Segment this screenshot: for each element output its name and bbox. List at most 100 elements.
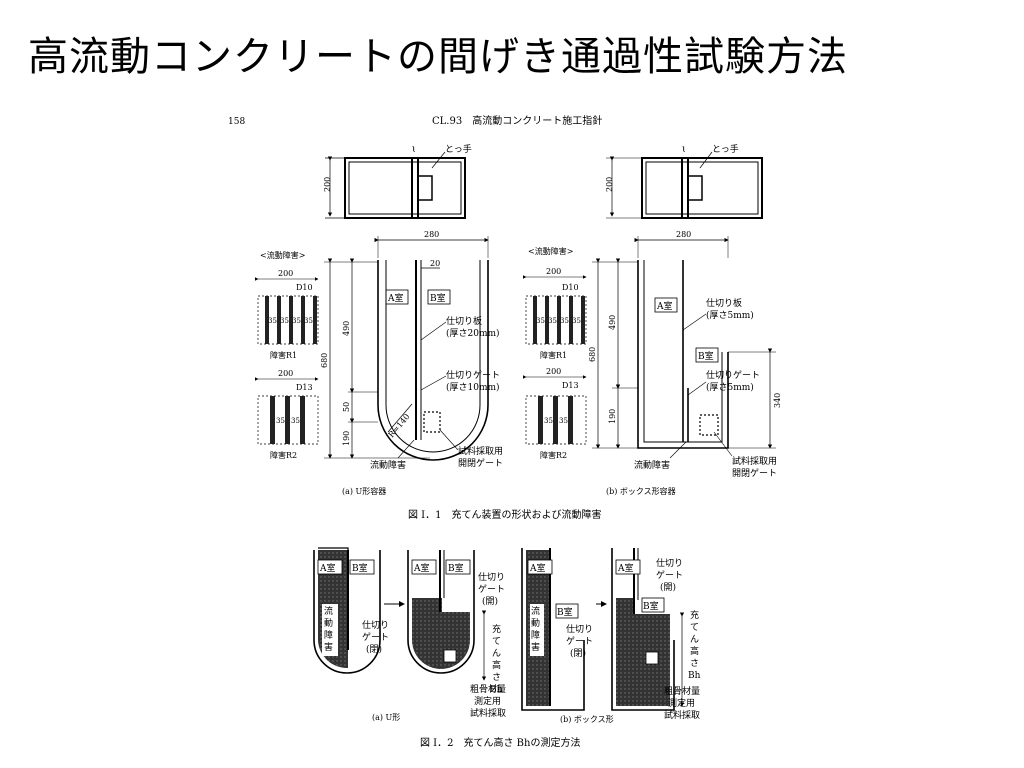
fig1-a-obstacle-legend: <流動障害> 200 D10 35 35 35 35 障害R1 200 D13 … xyxy=(255,250,319,460)
svg-text:200: 200 xyxy=(278,369,293,378)
svg-text:流: 流 xyxy=(531,605,540,617)
svg-text:(b) ボックス形: (b) ボックス形 xyxy=(560,715,614,724)
handle-icon: ɩ xyxy=(412,144,416,155)
svg-text:粗骨材量: 粗骨材量 xyxy=(664,685,700,697)
svg-text:障害R1: 障害R1 xyxy=(540,350,567,360)
svg-text:仕切り板: 仕切り板 xyxy=(446,315,482,327)
svg-text:50: 50 xyxy=(342,402,351,412)
svg-text:(閉): (閉) xyxy=(570,648,586,659)
svg-text:仕切りゲート: 仕切りゲート xyxy=(706,369,760,381)
svg-text:B室: B室 xyxy=(698,350,714,362)
svg-text:35: 35 xyxy=(280,317,289,325)
svg-text:35: 35 xyxy=(548,317,557,325)
svg-text:190: 190 xyxy=(342,431,351,446)
svg-text:充: 充 xyxy=(690,609,699,621)
svg-text:280: 280 xyxy=(676,230,691,239)
svg-text:A室: A室 xyxy=(656,300,673,312)
obstacle-r2-bars-b xyxy=(525,395,587,445)
svg-text:340: 340 xyxy=(773,393,782,408)
running-header: CL.93 高流動コンクリート施工指針 xyxy=(432,114,602,127)
svg-text:200: 200 xyxy=(546,267,561,276)
svg-text:35: 35 xyxy=(292,317,301,325)
fig1-panel-a-labels: ɩ とっ手 200 280 20 680 490 50 190 R=140 A室… xyxy=(320,143,503,496)
svg-text:(厚さ5mm): (厚さ5mm) xyxy=(706,310,754,321)
svg-text:35: 35 xyxy=(572,317,581,325)
svg-text:障: 障 xyxy=(531,629,540,641)
svg-text:開閉ゲート: 開閉ゲート xyxy=(458,457,503,469)
svg-text:B室: B室 xyxy=(448,562,464,574)
svg-text:測定用: 測定用 xyxy=(668,697,695,709)
fig2-caption: 図 I．2 充てん高さ Bhの測定方法 xyxy=(420,736,580,749)
svg-text:35: 35 xyxy=(559,417,568,425)
fig1-panel-b-labels: ɩ とっ手 200 280 680 490 190 340 A室 B室 仕切り板… xyxy=(588,143,782,496)
svg-text:試料採取: 試料採取 xyxy=(470,707,506,719)
svg-text:障害R2: 障害R2 xyxy=(270,450,297,460)
svg-text:(厚さ5mm): (厚さ5mm) xyxy=(706,382,754,393)
svg-text:680: 680 xyxy=(320,353,329,368)
svg-text:とっ手: とっ手 xyxy=(712,143,739,155)
svg-text:さ: さ xyxy=(690,658,699,669)
svg-text:試料採取用: 試料採取用 xyxy=(458,445,503,457)
svg-text:200: 200 xyxy=(323,177,332,192)
fig2-panel-a-labels: A室 B室 流 動 障 害 仕切り ゲート (閉) A室 B室 仕切り ゲート … xyxy=(317,559,506,722)
svg-text:(b) ボックス形容器: (b) ボックス形容器 xyxy=(606,486,676,496)
fig1-panel-b xyxy=(592,151,776,459)
obstacle-r1-bars-b xyxy=(525,295,587,345)
svg-text:280: 280 xyxy=(424,230,439,239)
svg-text:200: 200 xyxy=(546,367,561,376)
fig1-caption: 図 I．1 充てん装置の形状および流動障害 xyxy=(408,508,602,521)
svg-text:A室: A室 xyxy=(413,562,430,574)
svg-text:流動障害: 流動障害 xyxy=(634,459,670,471)
svg-text:35: 35 xyxy=(276,417,285,425)
svg-text:D13: D13 xyxy=(562,381,579,390)
svg-text:<流動障害>: <流動障害> xyxy=(528,246,573,256)
svg-text:害: 害 xyxy=(531,641,540,653)
svg-text:490: 490 xyxy=(608,315,617,330)
svg-text:35: 35 xyxy=(291,417,300,425)
svg-text:流: 流 xyxy=(324,605,333,617)
svg-text:Bh: Bh xyxy=(490,685,503,695)
slide-title: 高流動コンクリートの間げき通過性試験方法 xyxy=(28,34,848,80)
svg-text:A室: A室 xyxy=(387,292,404,304)
svg-text:A室: A室 xyxy=(529,562,546,574)
svg-text:仕切り: 仕切り xyxy=(566,623,593,635)
svg-text:ゲート: ゲート xyxy=(566,635,593,647)
svg-text:A室: A室 xyxy=(319,562,336,574)
svg-text:試料採取用: 試料採取用 xyxy=(732,455,777,467)
svg-text:(a) U形: (a) U形 xyxy=(372,713,400,722)
svg-text:仕切り板: 仕切り板 xyxy=(706,297,742,309)
svg-text:20: 20 xyxy=(430,259,440,268)
svg-text:害: 害 xyxy=(324,641,333,653)
svg-text:35: 35 xyxy=(536,317,545,325)
svg-text:ゲート: ゲート xyxy=(656,569,683,581)
svg-text:障害R1: 障害R1 xyxy=(270,350,297,360)
svg-text:D13: D13 xyxy=(296,383,313,392)
svg-text:測定用: 測定用 xyxy=(474,695,501,707)
svg-text:試料採取: 試料採取 xyxy=(664,709,700,721)
svg-text:ɩ: ɩ xyxy=(682,144,686,155)
svg-text:A室: A室 xyxy=(617,562,634,574)
svg-text:障害R2: 障害R2 xyxy=(540,450,567,460)
svg-text:200: 200 xyxy=(605,177,614,192)
svg-text:(a) U形容器: (a) U形容器 xyxy=(342,486,386,496)
svg-text:とっ手: とっ手 xyxy=(445,143,472,155)
obstacle-r1-bars xyxy=(257,295,319,345)
svg-text:ゲート: ゲート xyxy=(362,631,389,643)
svg-text:て: て xyxy=(492,637,501,647)
svg-text:動: 動 xyxy=(324,618,333,629)
svg-text:仕切りゲート: 仕切りゲート xyxy=(446,369,500,381)
svg-text:ん: ん xyxy=(690,634,699,645)
svg-text:35: 35 xyxy=(304,317,313,325)
svg-text:(閉): (閉) xyxy=(366,644,382,655)
svg-text:B室: B室 xyxy=(352,562,368,574)
svg-text:490: 490 xyxy=(342,321,351,336)
fig1-panel-a xyxy=(324,151,489,461)
svg-text:粗骨材量: 粗骨材量 xyxy=(470,683,506,695)
svg-text:(開): (開) xyxy=(482,596,498,607)
svg-text:仕切り: 仕切り xyxy=(656,557,683,569)
svg-text:200: 200 xyxy=(278,269,293,278)
svg-text:B室: B室 xyxy=(430,292,446,304)
svg-text:D10: D10 xyxy=(296,283,313,292)
svg-text:障: 障 xyxy=(324,629,333,641)
svg-text:<流動障害>: <流動障害> xyxy=(260,250,305,260)
